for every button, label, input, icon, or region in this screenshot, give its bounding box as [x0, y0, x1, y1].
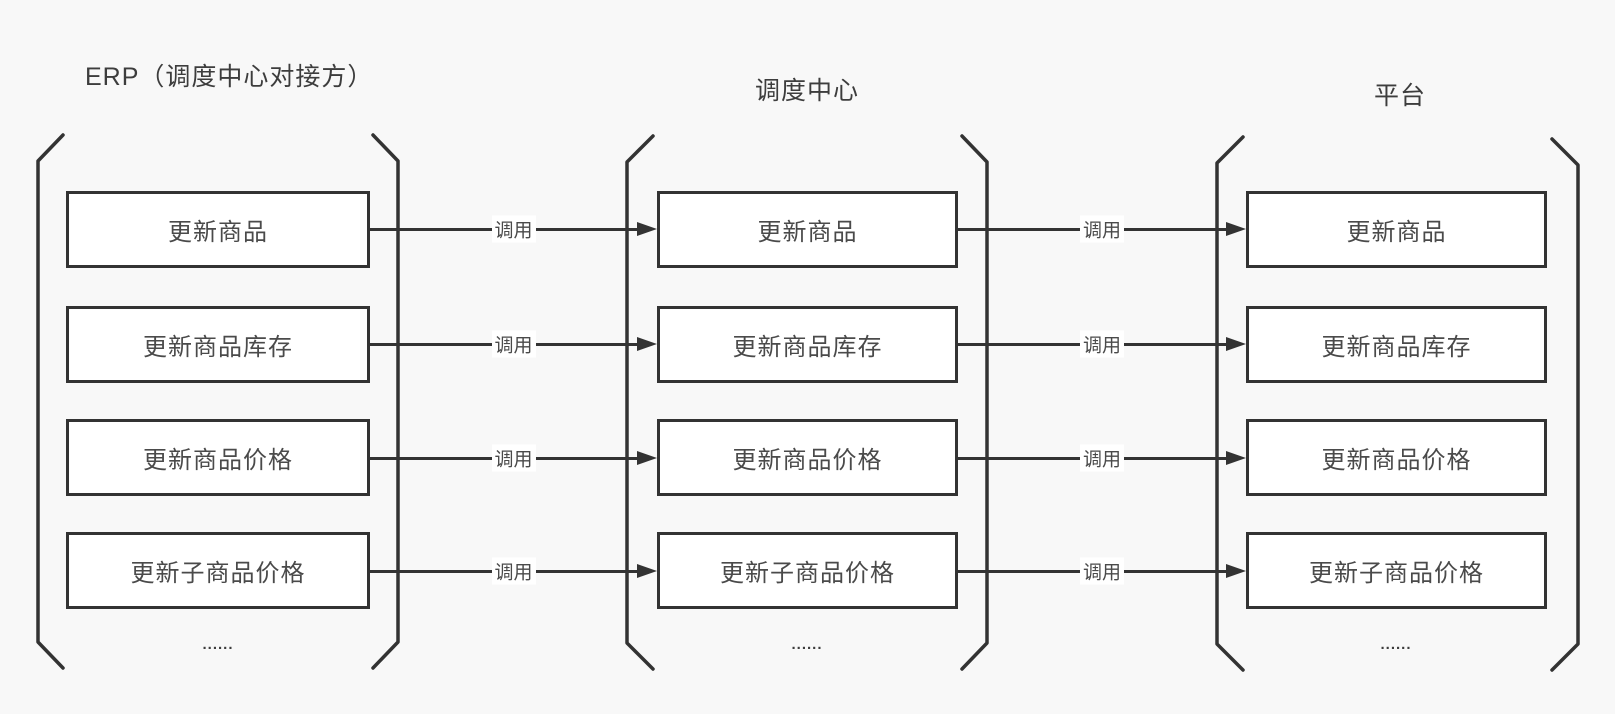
column-title-dispatch: 调度中心 [754, 77, 860, 105]
ellipsis-erp: ...... [202, 636, 234, 653]
box-label: 更新商品 [757, 219, 858, 246]
box-label: 更新商品库存 [143, 334, 293, 361]
arrow-label-call: 调用 [491, 444, 536, 472]
box-erp-update-product-stock: 更新商品库存 [66, 306, 370, 383]
arrowhead-icon [1226, 337, 1246, 351]
arrowhead-icon [637, 564, 657, 578]
box-label: 更新商品 [168, 219, 268, 246]
box-label: 更新商品价格 [1321, 447, 1472, 474]
column-title-platform: 平台 [1373, 82, 1427, 110]
box-platform-update-product: 更新商品 [1246, 191, 1547, 268]
arrow-label-call: 调用 [1079, 215, 1125, 243]
box-platform-update-product-stock: 更新商品库存 [1246, 306, 1547, 383]
bracket-left-platform [1215, 135, 1245, 672]
ellipsis-platform: ...... [1380, 636, 1412, 653]
arrow-label-call: 调用 [1079, 557, 1125, 585]
arrowhead-icon [637, 337, 657, 351]
box-label: 更新商品价格 [732, 447, 883, 474]
box-erp-update-product-price: 更新商品价格 [66, 419, 370, 496]
box-platform-update-product-price: 更新商品价格 [1246, 419, 1547, 496]
box-label: 更新商品库存 [732, 334, 883, 361]
box-label: 更新商品库存 [1321, 334, 1472, 361]
column-title-erp: ERP（调度中心对接方） [85, 63, 374, 91]
box-dispatch-update-product-stock: 更新商品库存 [657, 306, 958, 383]
arrowhead-icon [1226, 222, 1246, 236]
bracket-left-dispatch [625, 134, 655, 671]
arrowhead-icon [1226, 451, 1246, 465]
box-erp-update-sub-product-price: 更新子商品价格 [66, 532, 370, 609]
bracket-right-dispatch [960, 134, 989, 671]
arrow-label-call: 调用 [1079, 330, 1125, 358]
box-label: 更新商品价格 [143, 447, 293, 474]
box-dispatch-update-product-price: 更新商品价格 [657, 419, 958, 496]
box-dispatch-update-sub-product-price: 更新子商品价格 [657, 532, 958, 609]
bracket-right-erp [371, 133, 400, 670]
box-erp-update-product: 更新商品 [66, 191, 370, 268]
box-platform-update-sub-product-price: 更新子商品价格 [1246, 532, 1547, 609]
box-label: 更新子商品价格 [130, 560, 306, 587]
ellipsis-dispatch: ...... [791, 636, 823, 653]
box-dispatch-update-product: 更新商品 [657, 191, 958, 268]
bracket-left-erp [36, 133, 65, 670]
bracket-right-platform [1550, 137, 1580, 672]
arrow-label-call: 调用 [491, 330, 536, 358]
arrowhead-icon [637, 451, 657, 465]
arrow-label-call: 调用 [1079, 444, 1125, 472]
box-label: 更新子商品价格 [1309, 560, 1484, 587]
arrowhead-icon [1226, 564, 1246, 578]
arrow-label-call: 调用 [491, 557, 536, 585]
arrowhead-icon [637, 222, 657, 236]
box-label: 更新子商品价格 [720, 560, 895, 587]
arrow-label-call: 调用 [491, 215, 536, 243]
box-label: 更新商品 [1346, 219, 1447, 246]
